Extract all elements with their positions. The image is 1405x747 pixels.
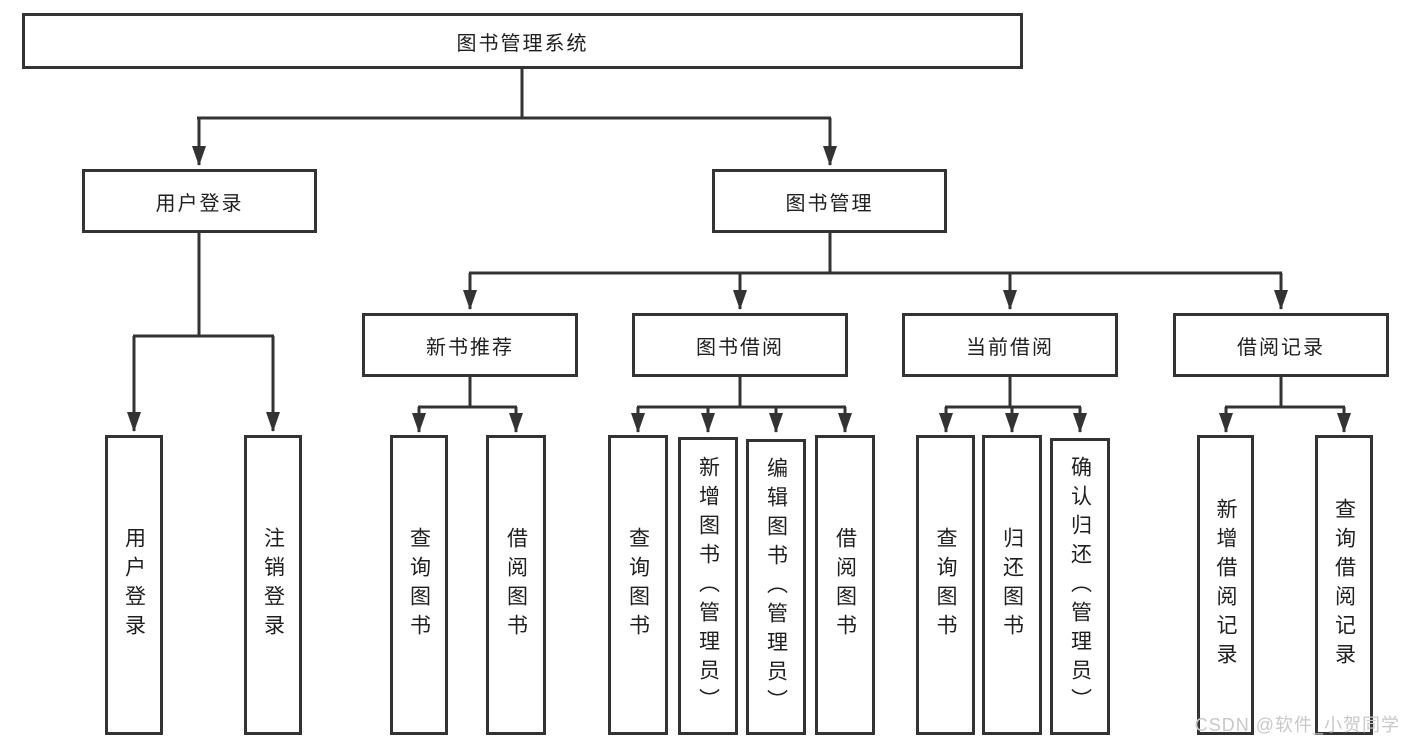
leaf-query-books-2: 查询图书 <box>608 435 668 735</box>
node-label: 查询图书 <box>407 527 431 643</box>
node-label: 新书推荐 <box>426 336 514 359</box>
leaf-edit-book-admin: 编辑图书（管理员） <box>746 439 806 735</box>
leaf-add-book-admin: 新增图书（管理员） <box>678 437 738 735</box>
leaf-query-books-1: 查询图书 <box>390 435 448 735</box>
node-book-management: 图书管理 <box>712 169 947 233</box>
leaf-confirm-return-admin: 确认归还（管理员） <box>1050 438 1110 735</box>
node-book-borrow: 图书借阅 <box>632 313 848 377</box>
node-library-system: 图书管理系统 <box>22 13 1023 69</box>
leaf-query-borrow-record: 查询借阅记录 <box>1315 435 1373 735</box>
node-label: 新增借阅记录 <box>1214 498 1237 672</box>
node-label: 当前借阅 <box>966 336 1054 359</box>
node-label: 确认归还（管理员） <box>1068 456 1092 717</box>
node-label: 用户登录 <box>122 527 146 643</box>
node-label: 借阅图书 <box>504 527 528 643</box>
connector-book-borrow-children <box>631 377 852 433</box>
node-label: 图书管理 <box>785 192 874 215</box>
leaf-return-books: 归还图书 <box>982 435 1042 735</box>
node-label: 归还图书 <box>1000 527 1024 643</box>
node-label: 编辑图书（管理员） <box>764 456 788 718</box>
node-borrow-records: 借阅记录 <box>1173 313 1389 377</box>
node-label: 查询借阅记录 <box>1332 498 1356 672</box>
connector-root-to-level2 <box>192 69 837 166</box>
node-label: 借阅图书 <box>833 527 857 643</box>
connector-current-borrow-children <box>939 377 1087 433</box>
leaf-borrow-books-2: 借阅图书 <box>815 435 875 735</box>
node-current-borrow: 当前借阅 <box>902 313 1118 377</box>
node-label: 用户登录 <box>155 192 244 215</box>
leaf-logout: 注销登录 <box>244 435 302 735</box>
node-label: 借阅记录 <box>1237 336 1325 359</box>
node-label: 查询图书 <box>626 527 650 643</box>
node-label: 图书管理系统 <box>456 32 589 55</box>
connector-book-management-children <box>463 233 1288 310</box>
node-label: 注销登录 <box>261 527 285 643</box>
leaf-add-borrow-record: 新增借阅记录 <box>1197 435 1254 735</box>
leaf-query-books-3: 查询图书 <box>916 435 975 735</box>
leaf-user-login: 用户登录 <box>105 435 163 735</box>
node-label: 图书借阅 <box>696 336 784 359</box>
node-label: 新增图书（管理员） <box>696 455 720 717</box>
leaf-borrow-books-1: 借阅图书 <box>486 435 546 735</box>
connector-borrow-records-children <box>1219 377 1351 433</box>
connector-new-book-children <box>412 377 523 433</box>
node-new-book-recommend: 新书推荐 <box>362 313 578 377</box>
connector-user-login-children <box>127 233 280 432</box>
node-label: 查询图书 <box>934 527 957 643</box>
watermark: CSDN @软件_小贺同学 <box>1194 715 1400 735</box>
node-user-login: 用户登录 <box>82 169 317 233</box>
